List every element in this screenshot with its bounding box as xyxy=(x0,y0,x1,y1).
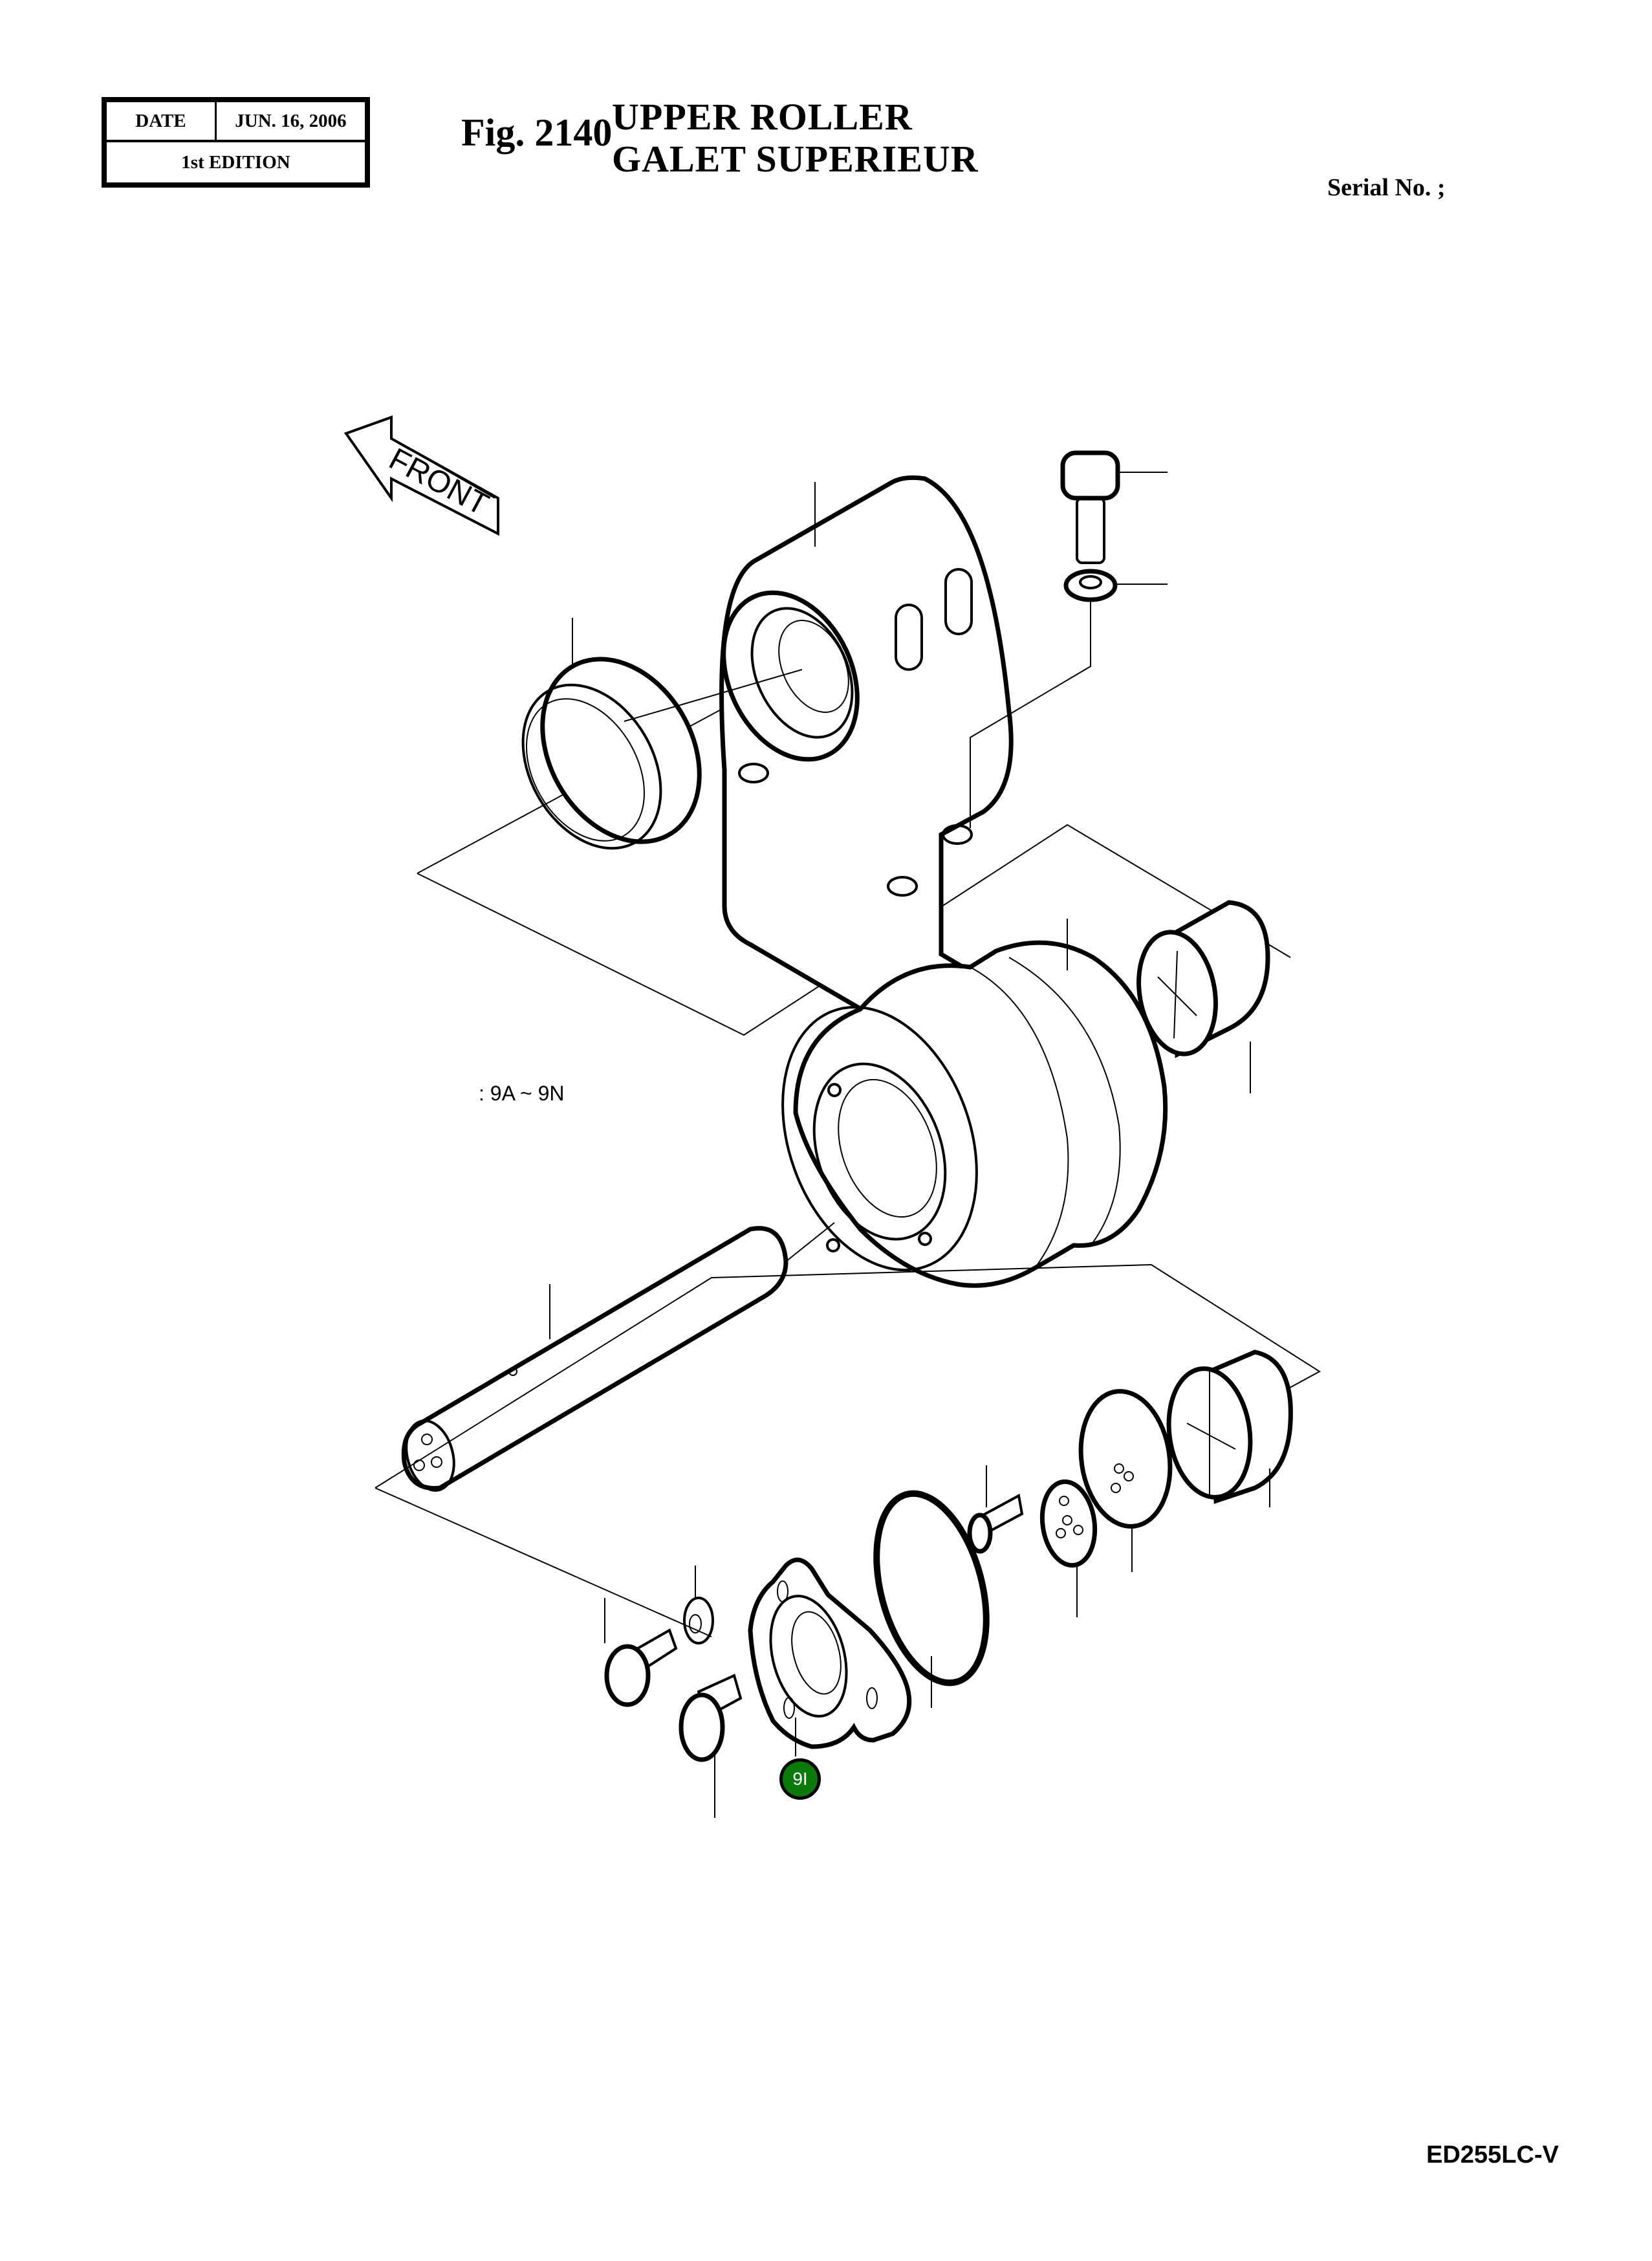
callout-badge-9i[interactable]: 9I xyxy=(779,1758,821,1800)
model-code: ED255LC-V xyxy=(1426,2141,1559,2168)
date-edition-box: DATE JUN. 16, 2006 1st EDITION xyxy=(102,97,370,188)
page-title-english: UPPER ROLLER xyxy=(612,96,913,138)
page-title-french: GALET SUPERIEUR xyxy=(612,138,979,180)
date-label: DATE xyxy=(107,102,217,142)
serial-number-label: Serial No. ; xyxy=(1327,174,1446,201)
spring-washer-top-part xyxy=(970,569,1168,828)
figure-number: Fig. 2140 xyxy=(461,111,613,154)
floating-seal-part xyxy=(521,618,702,850)
front-arrow-icon: FRONT xyxy=(343,415,499,536)
roller-bracket-part xyxy=(624,475,1014,1042)
bushing-right-part xyxy=(1136,900,1270,1093)
spring-washer-lower-part xyxy=(683,1566,714,1644)
o-ring-part xyxy=(873,1490,990,1708)
edition-label: 1st EDITION xyxy=(181,151,290,173)
plug-bolt-part xyxy=(679,1674,743,1818)
hex-bolt-top-part xyxy=(1060,450,1168,564)
small-plate-part xyxy=(1039,1479,1098,1617)
small-bolt-part xyxy=(967,1465,1024,1554)
date-value: JUN. 16, 2006 xyxy=(217,102,365,142)
roller-body-part xyxy=(781,919,1168,1288)
roller-shaft-part xyxy=(401,1222,835,1492)
end-cover-part xyxy=(748,1557,912,1756)
bushing-lower-part xyxy=(1166,1349,1293,1507)
hex-bolt-lower-part xyxy=(604,1598,678,1707)
part-range-note: : 9A ~ 9N xyxy=(479,1082,565,1105)
thrust-plate-part xyxy=(1078,1389,1173,1572)
